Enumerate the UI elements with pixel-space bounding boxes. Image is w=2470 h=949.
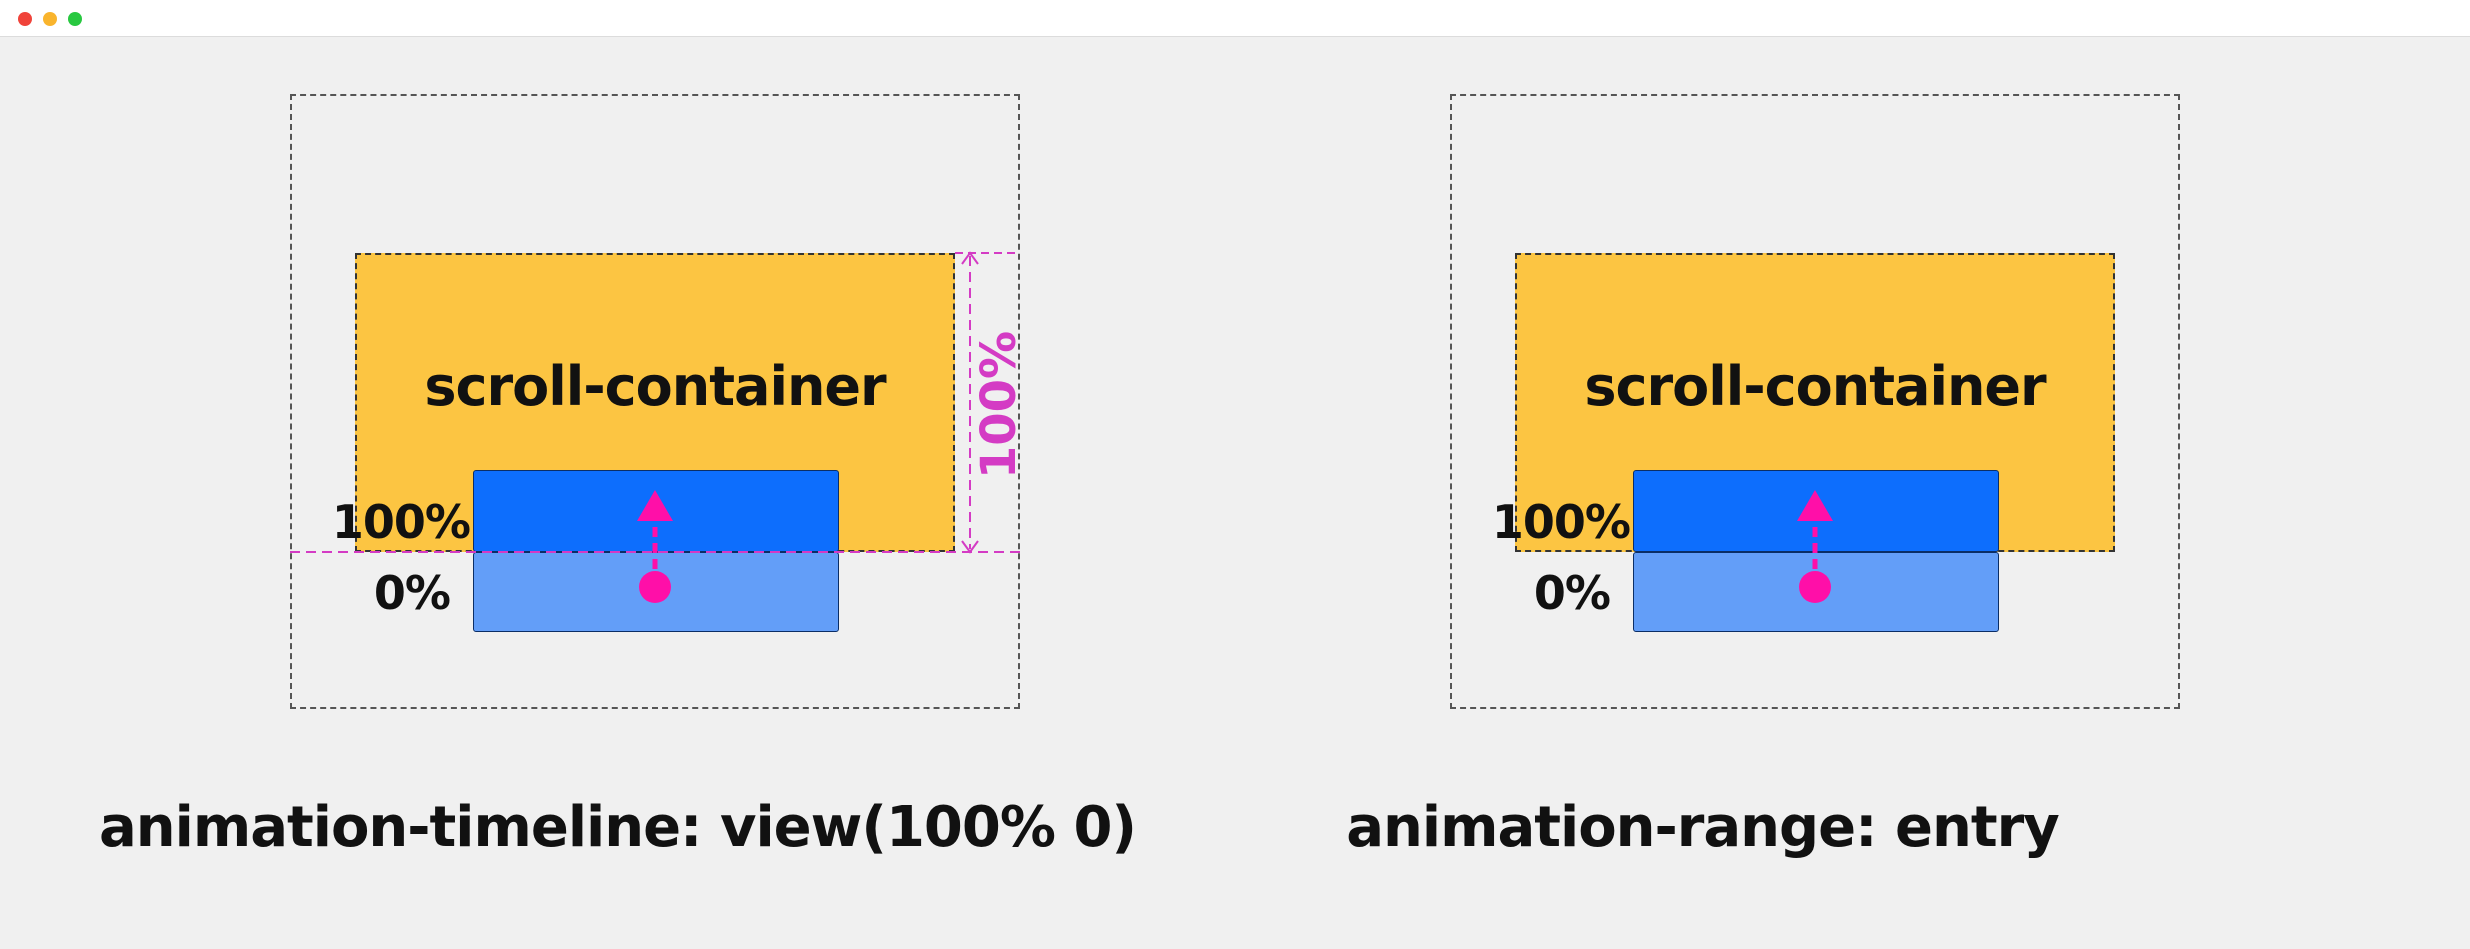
motion-arrow-head (637, 490, 673, 521)
annotation-overlay: 100% (290, 251, 1027, 603)
end-percent-label: 100% (1491, 495, 1631, 549)
end-percent-label: 100% (331, 495, 471, 549)
start-percent-label: 0% (373, 566, 451, 620)
viewport-frame (1450, 94, 2180, 709)
inset-percent-label: 100% (971, 331, 1027, 479)
maximize-window-icon[interactable] (68, 12, 82, 26)
motion-arrow-head (1797, 490, 1833, 521)
inset-arrow-bottom (961, 540, 979, 554)
start-percent-label: 0% (1533, 566, 1611, 620)
motion-start-dot (639, 571, 671, 603)
minimize-window-icon[interactable] (43, 12, 57, 26)
diagram-panel-view-timeline: scroll-container 100% 0% 100% animation-… (98, 94, 1137, 860)
motion-start-dot (1799, 571, 1831, 603)
scroll-container-label: scroll-container (1584, 355, 2046, 418)
css-caption: animation-timeline: view(100% 0) (98, 795, 1137, 860)
close-window-icon[interactable] (18, 12, 32, 26)
annotation-overlay (1797, 490, 1833, 603)
diagram-panel-animation-range: scroll-container 100% 0% animation-range… (1160, 0, 2395, 949)
scroll-container-label: scroll-container (424, 355, 886, 418)
css-caption: animation-range: entry (1346, 795, 2060, 860)
viewport-frame (290, 94, 1020, 709)
inset-arrow-top (961, 251, 979, 265)
window-titlebar (0, 0, 2470, 37)
